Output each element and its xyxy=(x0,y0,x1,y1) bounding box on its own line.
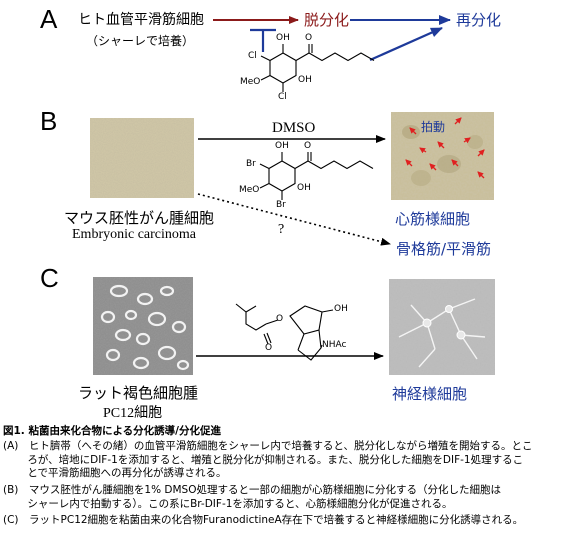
br-dif1-meo: MeO xyxy=(239,185,260,195)
uncertain-differentiation-arrow xyxy=(197,193,391,246)
caption-line: (A) ヒト臍帯（へその緒）の血管平滑筋細胞をシャーレ内で培養すると、脱分化しな… xyxy=(3,440,533,452)
br-dif1-o-ketone: O xyxy=(304,141,312,151)
br-dif1-oh-top-left: OH xyxy=(275,141,289,151)
redifferentiation-label: 再分化 xyxy=(456,11,502,29)
dif1-oh-top-left: OH xyxy=(276,33,290,43)
pc12-texture xyxy=(93,277,193,375)
question-mark: ? xyxy=(278,222,285,237)
dif1-oh-right: OH xyxy=(298,75,312,85)
br-dif1-br-left: Br xyxy=(246,159,256,169)
furanodictine-carbonyl-o: O xyxy=(265,343,273,353)
embryonic-carcinoma-texture xyxy=(90,118,194,198)
dif1-induction-arrow xyxy=(369,26,443,62)
furanodictine-oh: OH xyxy=(334,304,348,314)
furanodictine-ester-o: O xyxy=(276,314,284,324)
section-a-letter: A xyxy=(40,4,58,34)
caption-line: シャーレ内で拍動する）。この系にBr-DIF-1を添加すると、心筋様細胞分化が促… xyxy=(3,497,453,510)
smooth-muscle-cell-label: ヒト血管平滑筋細胞 xyxy=(78,12,204,28)
skeletal-smooth-muscle-label: 骨格筋/平滑筋 xyxy=(396,240,492,258)
caption-line: (B) マウス胚性がん腫細胞を1% DMSO処理すると一部の細胞が心筋様細胞に分… xyxy=(3,484,501,496)
neuron-photo xyxy=(389,279,495,375)
dif1-structure xyxy=(260,44,375,92)
dif1-cl-bottom: Cl xyxy=(278,92,287,102)
embryonic-carcinoma-photo xyxy=(90,118,194,198)
inhibition-t-icon xyxy=(250,28,276,52)
pc12-label-line2: PC12細胞 xyxy=(103,406,163,421)
neuron-label: 神経様細胞 xyxy=(392,385,468,403)
pc12-label: ラット褐色細胞腫 xyxy=(78,384,199,402)
br-dif1-structure xyxy=(259,152,374,200)
dif1-meo: MeO xyxy=(240,77,261,87)
neuron-texture xyxy=(389,279,495,375)
pc12-photo xyxy=(93,277,193,375)
br-dif1-oh-right: OH xyxy=(297,183,311,193)
br-dif1-br-bottom: Br xyxy=(276,200,286,210)
embryonic-carcinoma-english-label: Embryonic carcinoma xyxy=(72,227,197,242)
section-c-letter: C xyxy=(40,263,59,293)
dif1-o-ketone: O xyxy=(305,33,313,43)
cardiomyocyte-label: 心筋様細胞 xyxy=(395,210,471,228)
furanodictine-structure xyxy=(235,303,334,361)
beating-label: 拍動 xyxy=(421,120,446,134)
dedifferentiation-label: 脱分化 xyxy=(304,11,350,29)
culture-dish-sublabel: （シャーレで培養） xyxy=(86,34,195,48)
caption-line: ろが、培地にDIF-1を添加すると、増殖と脱分化が抑制される。また、脱分化した細… xyxy=(3,453,524,466)
caption-line: とで平滑筋細胞への再分化が誘導される。 xyxy=(3,467,227,479)
dif1-cl-left: Cl xyxy=(248,51,257,61)
figure-caption-title: 図1. 粘菌由来化合物による分化誘導/分化促進 xyxy=(3,425,221,437)
section-b-letter: B xyxy=(40,106,58,136)
furanodictine-nhac: NHAc xyxy=(322,340,347,350)
dmso-label: DMSO xyxy=(272,120,316,136)
beating-arrows xyxy=(405,117,485,179)
caption-line: (C) ラットPC12細胞を粘菌由来の化合物FuranodictineA存在下で… xyxy=(3,514,524,526)
embryonic-carcinoma-label: マウス胚性がん腫細胞 xyxy=(64,209,215,227)
